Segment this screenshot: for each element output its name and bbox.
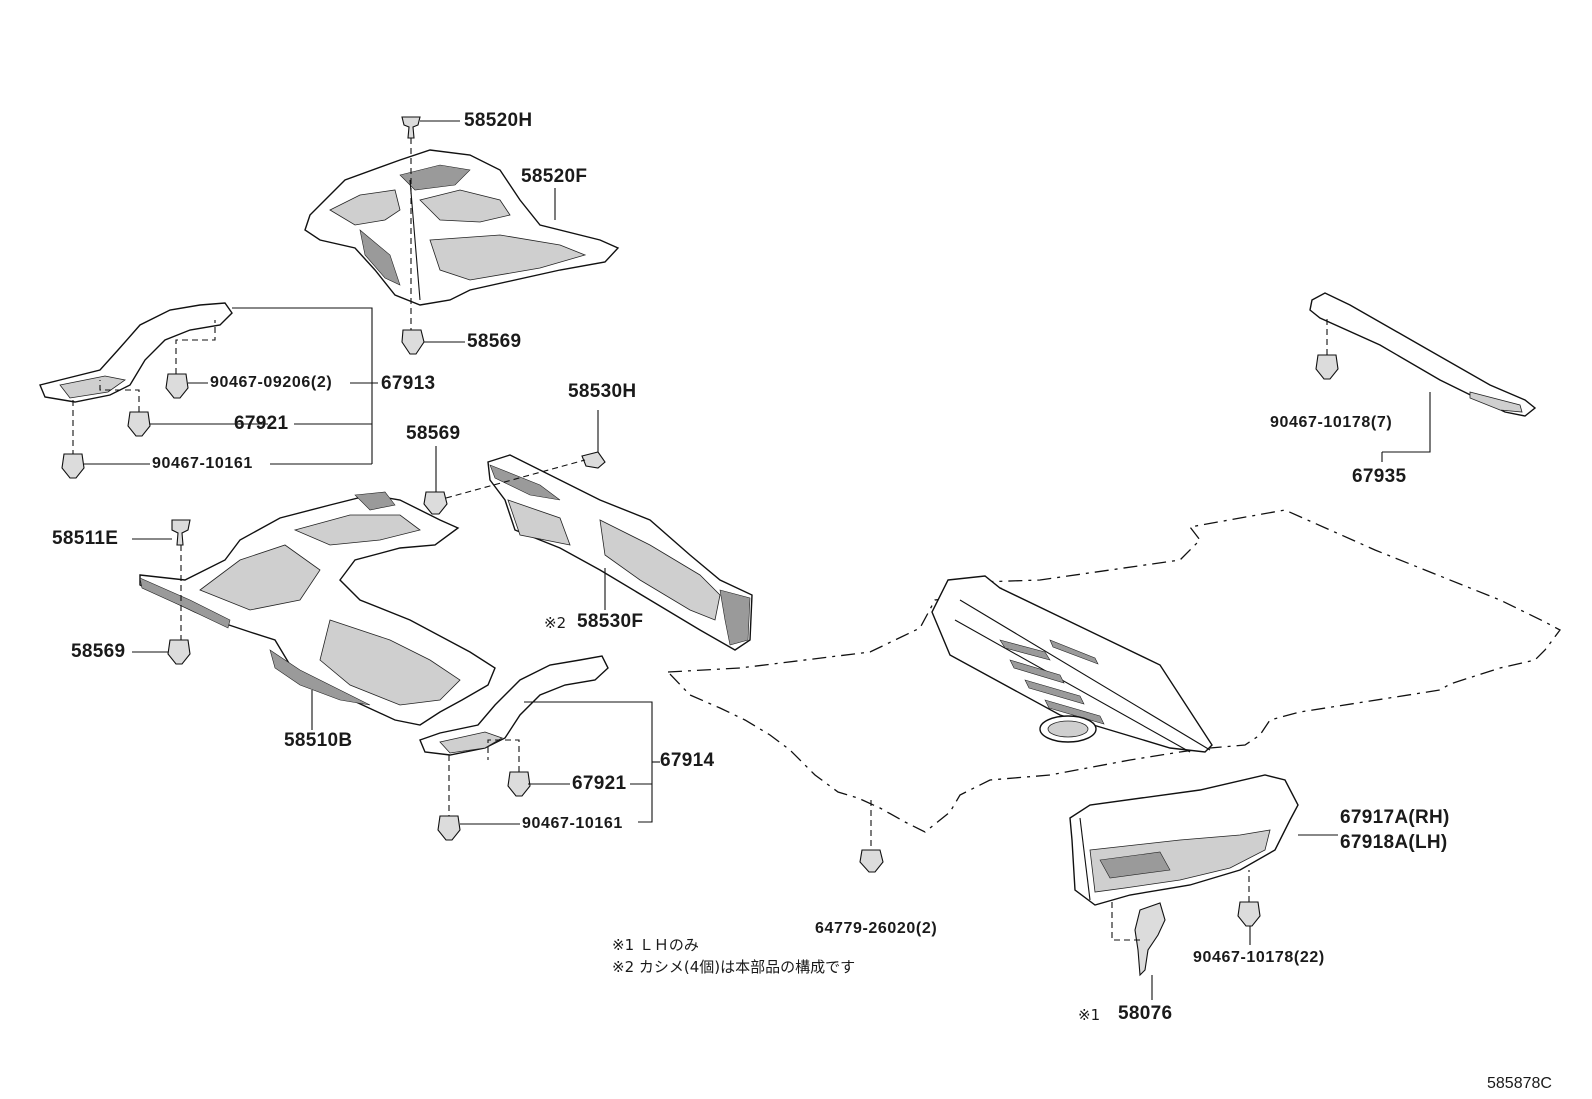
luggage-side-trim xyxy=(1069,774,1299,906)
label-90467-10161-bottom: 90467-10161 xyxy=(522,815,623,832)
label-58520H: 58520H xyxy=(464,110,533,131)
label-90467-09206: 90467-09206(2) xyxy=(210,374,333,391)
footnote-lh-only: ※1 ＬＨのみ xyxy=(612,936,699,954)
leader-lines xyxy=(84,120,1431,1000)
scuff-plate-front-lower xyxy=(419,655,609,756)
label-58569-mid: 58569 xyxy=(406,423,461,444)
fastener-clips xyxy=(61,116,1339,927)
label-58530F: 58530F xyxy=(577,611,644,632)
label-58076-mark: ※1 xyxy=(1078,1006,1101,1024)
label-58530H: 58530H xyxy=(568,381,637,402)
figure-code: 585878C xyxy=(1487,1075,1552,1092)
assembly-dash-lines xyxy=(72,138,1328,941)
label-58569-left: 58569 xyxy=(71,641,126,662)
label-90467-10178-7: 90467-10178(7) xyxy=(1270,414,1393,431)
label-58520F: 58520F xyxy=(521,166,588,187)
label-67935: 67935 xyxy=(1352,466,1407,487)
label-64779-26020: 64779-26020(2) xyxy=(815,920,938,937)
tunnel-silencer xyxy=(487,454,753,651)
label-67918A: 67918A(LH) xyxy=(1340,832,1448,853)
label-67913: 67913 xyxy=(381,373,436,394)
label-58511E: 58511E xyxy=(52,528,119,549)
front-floor-silencer-bottom xyxy=(139,491,496,726)
rear-scuff-plate xyxy=(1309,292,1537,417)
label-67921-top: 67921 xyxy=(234,413,289,434)
label-67921-bottom: 67921 xyxy=(572,773,627,794)
label-67917A: 67917A(RH) xyxy=(1340,807,1450,828)
scuff-plate-front-upper xyxy=(39,302,233,403)
footnote-caulking: ※2 カシメ(4個)は本部品の構成です xyxy=(612,958,856,976)
label-90467-10178-22: 90467-10178(22) xyxy=(1193,949,1325,966)
label-58530F-mark: ※2 xyxy=(544,614,567,632)
rear-floor-mat-outline xyxy=(666,509,1561,833)
clip-58076 xyxy=(1134,902,1166,977)
front-floor-silencer-top xyxy=(304,149,620,306)
label-90467-10161-top: 90467-10161 xyxy=(152,455,253,472)
label-67914: 67914 xyxy=(660,750,715,771)
label-58076: 58076 xyxy=(1118,1003,1173,1024)
label-58510B: 58510B xyxy=(284,730,353,751)
label-58569-top: 58569 xyxy=(467,331,522,352)
